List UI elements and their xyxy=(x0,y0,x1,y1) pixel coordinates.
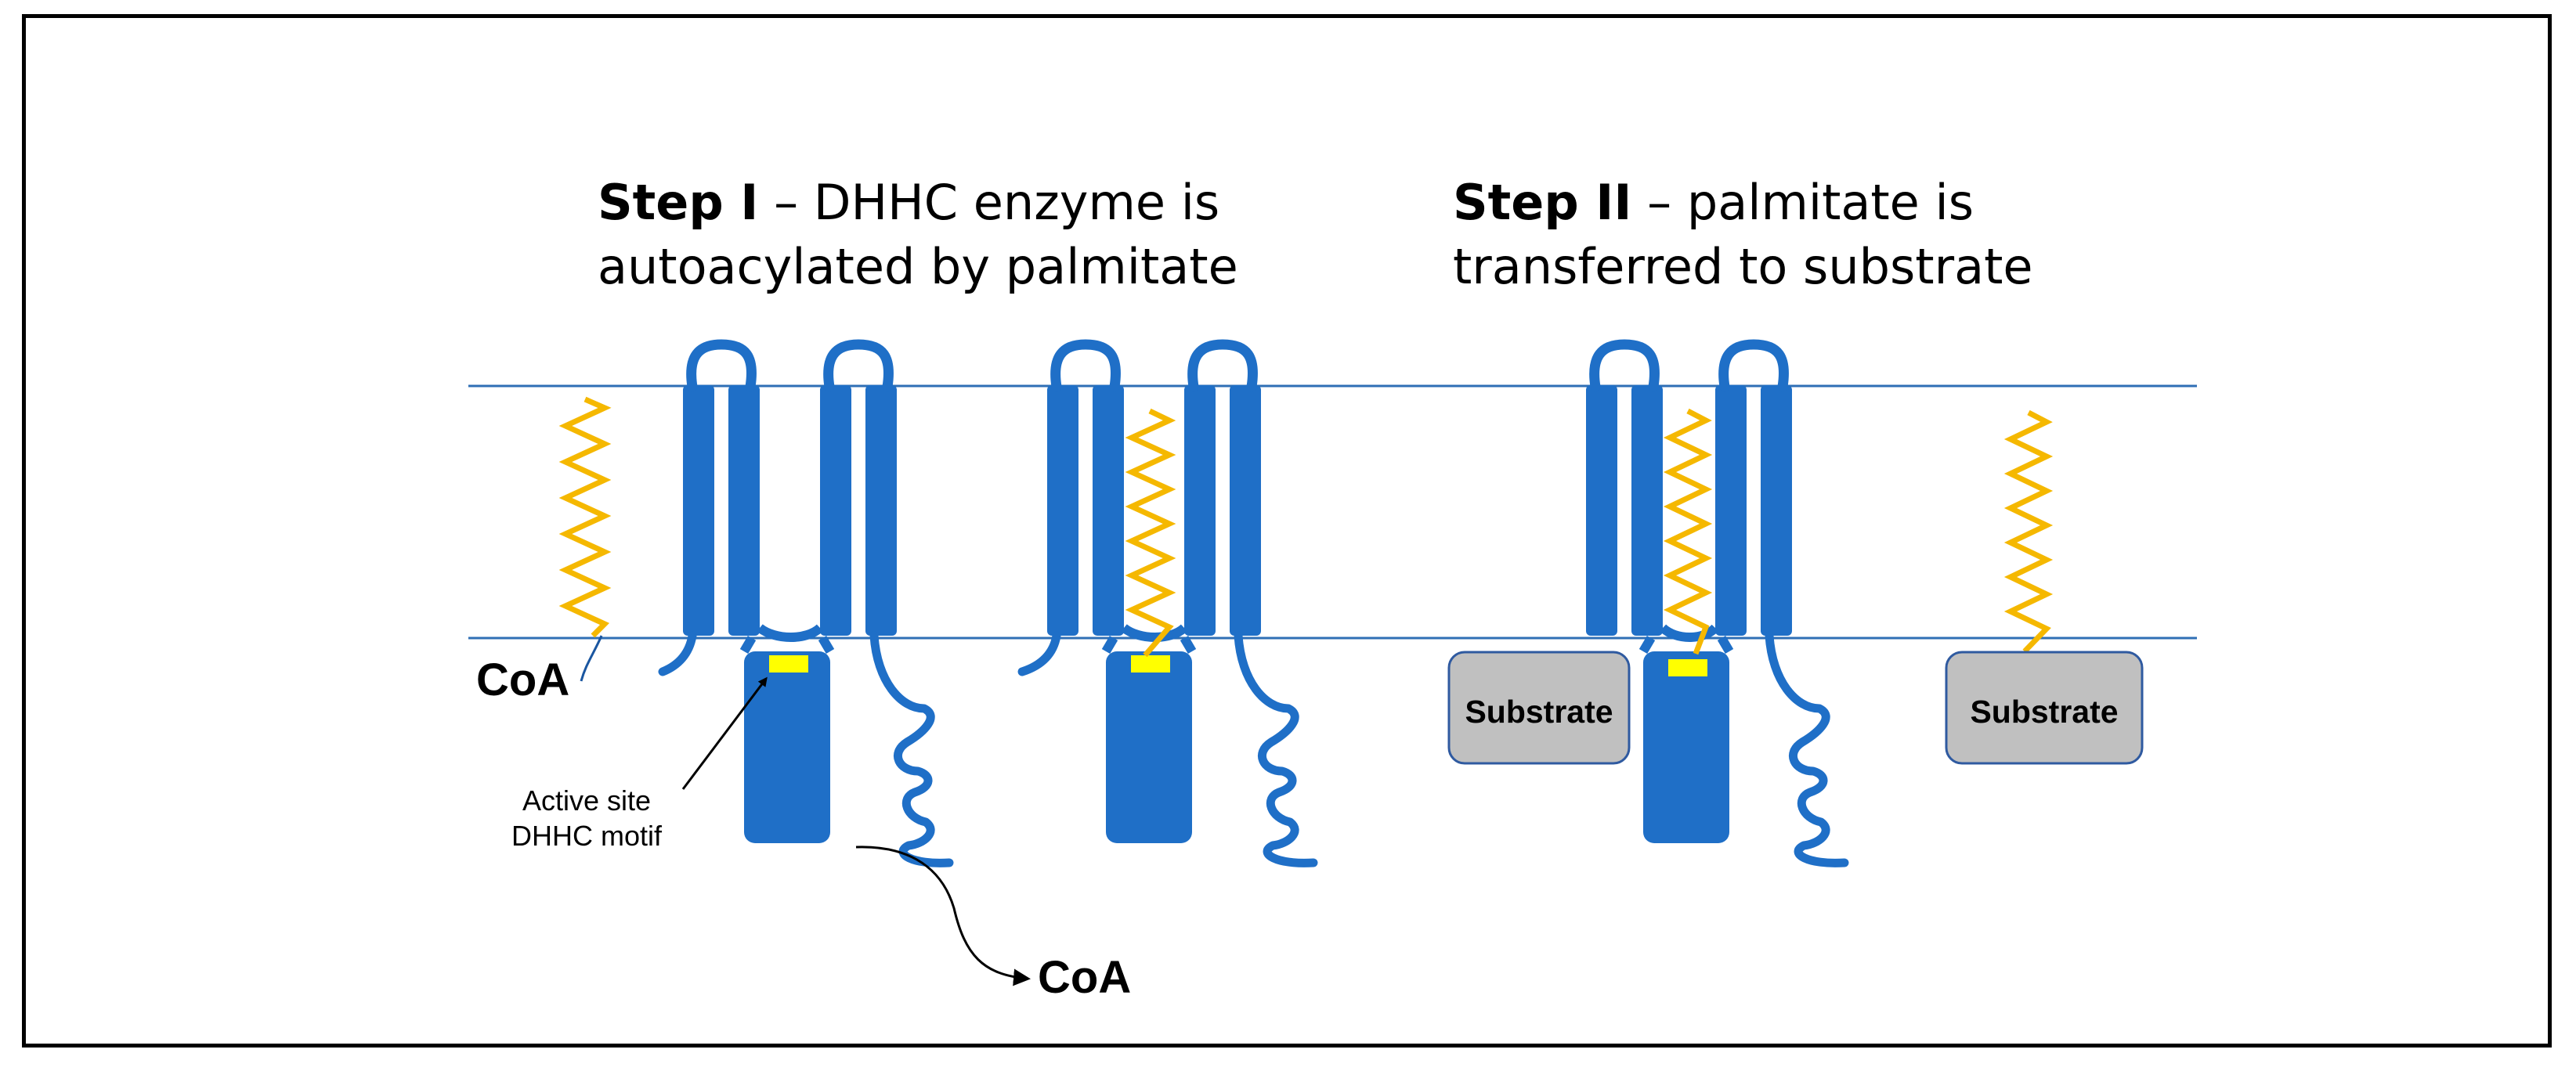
dhhc-domain-2 xyxy=(1106,651,1192,843)
step2-line2: transferred to substrate xyxy=(1453,238,2033,295)
palmitate-chain-enzyme xyxy=(1125,408,1176,658)
substrate-box-b xyxy=(1945,651,2144,765)
dhhc-enzyme-2 xyxy=(1017,339,1318,867)
step1-heading: Step I – DHHC enzyme is autoacylated by … xyxy=(598,171,1238,299)
dhhc-domain-1 xyxy=(744,651,830,843)
active-site-marker-2 xyxy=(1131,655,1170,673)
step1-dash: – xyxy=(758,174,814,231)
dhhc-domain-3 xyxy=(1643,651,1729,843)
coa-link-line xyxy=(580,635,603,682)
substrate-box-a xyxy=(1447,651,1631,765)
substrate-label-a: Substrate xyxy=(1465,694,1613,730)
c-terminal-tail-1 xyxy=(869,631,954,867)
coa-release-arrow xyxy=(855,846,1031,986)
active-site-arrow xyxy=(681,676,768,790)
active-site-marker-3 xyxy=(1668,659,1707,676)
palmitate-chain-transfer xyxy=(1663,408,1713,655)
step2-line1: palmitate is xyxy=(1686,174,1974,231)
palmitate-chain-free xyxy=(558,396,612,638)
step2-dash: – xyxy=(1631,174,1687,231)
step1-line2: autoacylated by palmitate xyxy=(598,238,1238,295)
step2-label: Step II xyxy=(1453,174,1632,231)
figure-border xyxy=(22,14,2552,1048)
dhhc-enzyme-3 xyxy=(1586,339,1849,867)
coa-released-label: CoA xyxy=(1038,952,1131,1003)
step1-label: Step I xyxy=(598,174,759,231)
coa-left-label: CoA xyxy=(476,654,569,705)
active-site-label-line2: DHHC motif xyxy=(511,820,663,852)
step2-heading: Step II – palmitate is transferred to su… xyxy=(1453,171,2033,299)
c-terminal-tail-3 xyxy=(1765,631,1849,867)
substrate-label-b: Substrate xyxy=(1970,694,2118,730)
c-terminal-tail-2 xyxy=(1234,631,1318,867)
active-site-label-line1: Active site xyxy=(522,784,651,817)
step1-line1: DHHC enzyme is xyxy=(813,174,1220,231)
palmitate-chain-substrate xyxy=(2003,409,2054,654)
active-site-marker-1 xyxy=(769,655,808,673)
dhhc-enzyme-1 xyxy=(658,339,954,867)
